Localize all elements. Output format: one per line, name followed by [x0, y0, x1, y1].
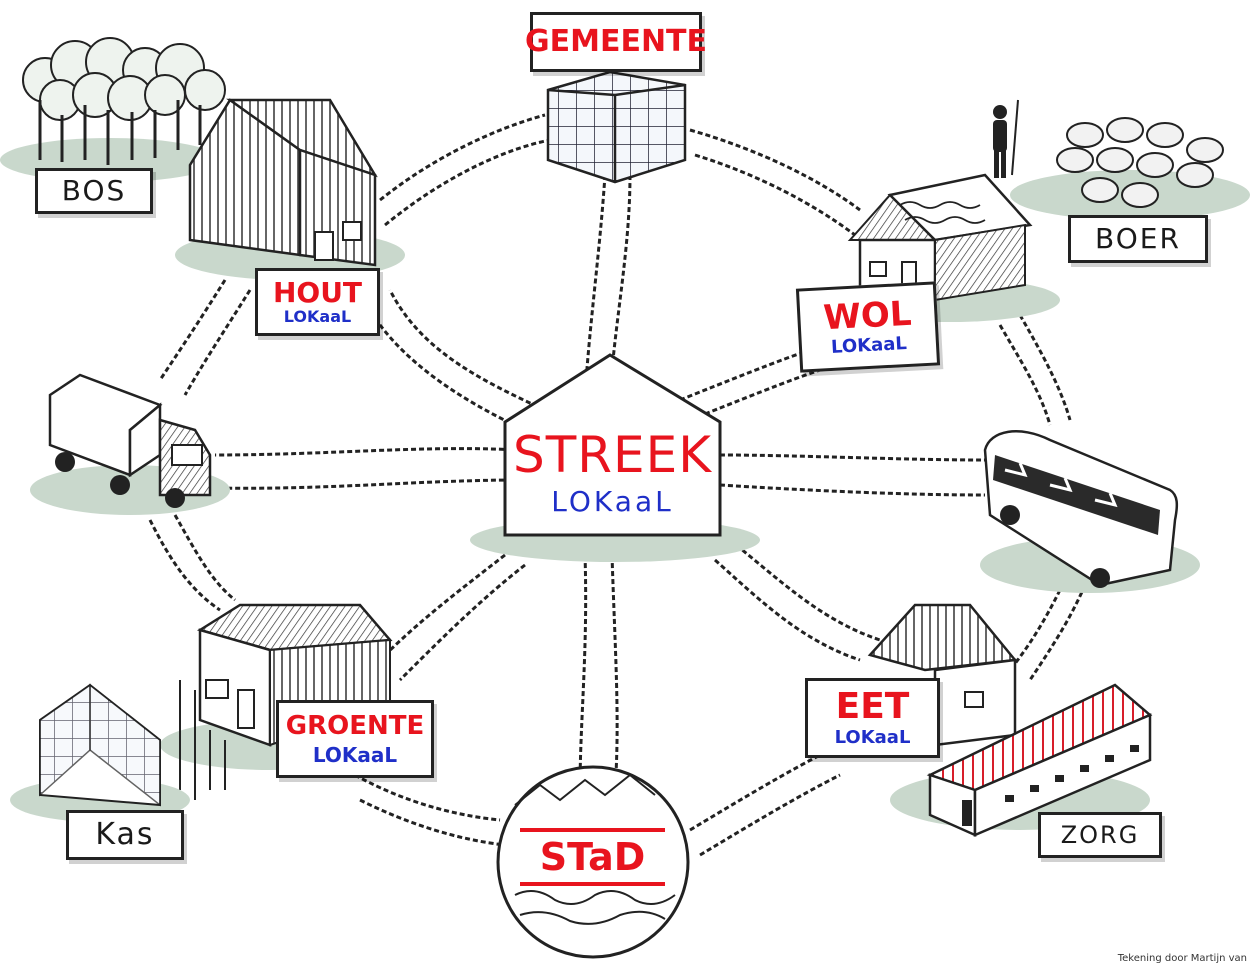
town-hall-illustration [546, 70, 687, 184]
forest-illustration [0, 37, 226, 182]
illustration-credit: Tekening door Martijn van [1117, 953, 1247, 964]
barn-illustration [175, 98, 405, 280]
groente-lokaal-sign: GROENTE LOKaaL [276, 700, 434, 778]
kas-label: Kas [95, 817, 155, 852]
farmer-with-sheep-illustration [993, 99, 1250, 220]
kas-sign: Kas [66, 810, 184, 860]
hout-title: HOUT [272, 276, 363, 309]
hout-lokaal-sign: HOUT LOKaaL [255, 268, 380, 336]
bos-label: BOS [61, 174, 127, 207]
boer-label: BOER [1095, 222, 1181, 255]
zorg-label: ZORG [1060, 821, 1140, 849]
wol-title: WOL [822, 293, 913, 339]
bos-sign: BOS [35, 168, 153, 214]
streek-title: STREEK [513, 425, 712, 484]
streek-lokaal-text: STREEK LOKaaL [505, 410, 720, 535]
eet-subtitle: LOKaaL [834, 727, 911, 748]
groente-subtitle: LOKaaL [312, 743, 398, 767]
wol-lokaal-sign: WOL LOKaaL [795, 281, 941, 373]
streek-subtitle: LOKaaL [551, 484, 674, 518]
greenhouse-illustration [10, 683, 190, 822]
wol-subtitle: LOKaaL [830, 333, 908, 358]
groente-title: GROENTE [285, 711, 425, 741]
stad-sign: STaD [520, 828, 665, 886]
gemeente-sign: GEMEENTE [525, 12, 707, 72]
city-circle [496, 765, 690, 959]
zorg-sign: ZORG [1038, 812, 1162, 858]
eet-lokaal-sign: EET LOKaaL [805, 678, 940, 758]
streek-lokaal-house [470, 353, 760, 562]
care-facility-illustration [890, 683, 1153, 837]
eet-title: EET [835, 686, 910, 727]
hout-subtitle: LOKaaL [283, 307, 352, 326]
stad-label: STaD [539, 835, 646, 879]
truck-illustration [30, 373, 230, 515]
gemeente-label: GEMEENTE [524, 24, 708, 59]
road-network [148, 113, 1087, 857]
bus-illustration [980, 430, 1200, 593]
boer-sign: BOER [1068, 215, 1208, 263]
